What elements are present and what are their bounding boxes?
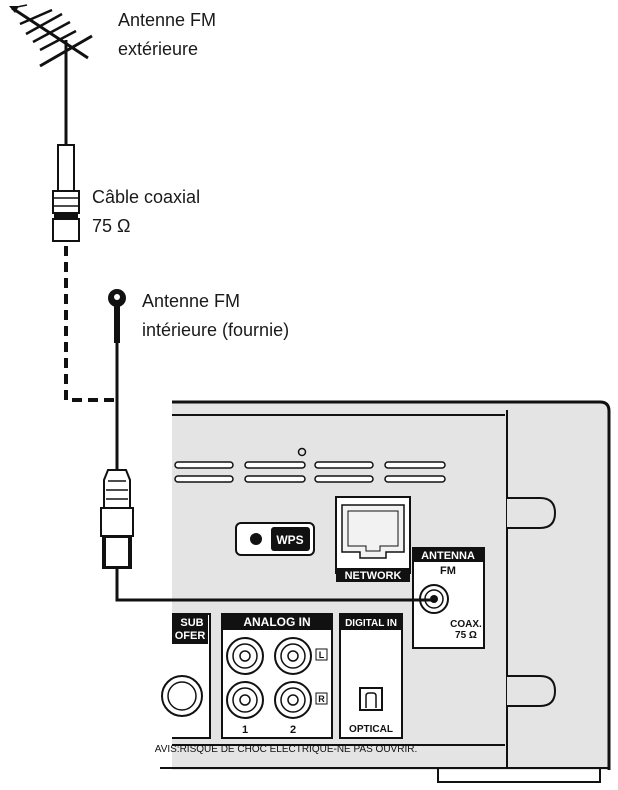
analog-in-section: ANALOG IN L R 1 2	[221, 613, 333, 739]
coaxial-cable-route	[64, 246, 120, 402]
analog-right-marker: R	[318, 694, 325, 704]
digital-in-title: DIGITAL IN	[345, 618, 397, 629]
antenna-terminal-section: ANTENNA FM COAX. 75 Ω	[412, 547, 485, 649]
fm-cable-to-jack	[115, 568, 434, 602]
coax-cable-label-line2: 75 Ω	[92, 216, 130, 236]
analog-jack-2-right[interactable]	[274, 681, 312, 719]
antenna-coax-label: COAX.	[450, 619, 482, 630]
digital-in-section: DIGITAL IN OPTICAL	[339, 613, 403, 739]
analog-jack-2-left[interactable]	[274, 637, 312, 675]
network-label: NETWORK	[345, 570, 402, 582]
optical-jack[interactable]	[359, 687, 383, 711]
analog-left-marker: L	[319, 650, 325, 660]
antenna-ohm-label: 75 Ω	[455, 630, 477, 641]
indoor-antenna-label-line1: Antenne FM	[142, 291, 240, 311]
analog-jack-1-right[interactable]	[226, 681, 264, 719]
subwoofer-label-line1: SUB	[180, 617, 203, 629]
fm-plug-icon	[100, 469, 134, 569]
analog-channel-2: 2	[290, 724, 296, 736]
indoor-antenna-icon	[108, 289, 126, 470]
optical-label: OPTICAL	[349, 724, 393, 735]
subwoofer-label-line2: OFER	[175, 630, 206, 642]
vent-slots	[174, 461, 446, 483]
coax-cable-label-line1: Câble coaxial	[92, 187, 200, 207]
indoor-antenna-label-line2: intérieure (fournie)	[142, 320, 289, 340]
outdoor-antenna-icon	[9, 4, 93, 145]
analog-in-title: ANALOG IN	[243, 615, 310, 629]
network-port: NETWORK	[335, 496, 411, 582]
analog-channel-1: 1	[242, 724, 248, 736]
warning-text: AVIS:RISQUE DE CHOC ELECTRIQUE-NE PAS OU…	[155, 744, 417, 755]
outdoor-antenna-label-line1: Antenne FM	[118, 10, 216, 30]
antenna-fm-label: FM	[440, 565, 456, 577]
wps-button[interactable]: WPS	[235, 522, 315, 556]
subwoofer-section: SUB OFER	[161, 613, 211, 739]
analog-jack-1-left[interactable]	[226, 637, 264, 675]
wps-label: WPS	[276, 533, 303, 547]
antenna-title: ANTENNA	[421, 550, 475, 562]
outdoor-antenna-label-line2: extérieure	[118, 39, 198, 59]
coaxial-connector-icon	[52, 144, 80, 242]
